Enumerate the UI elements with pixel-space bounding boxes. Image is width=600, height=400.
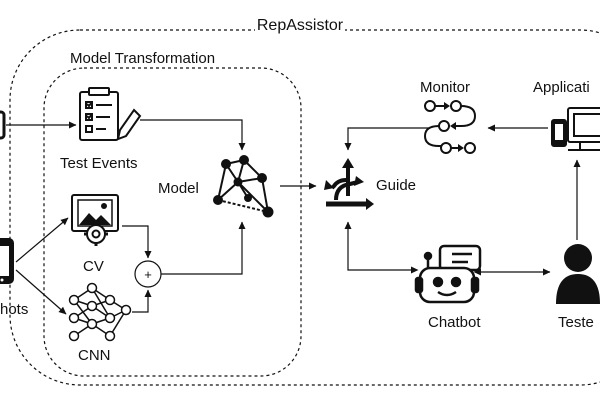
chatbot-label: Chatbot bbox=[428, 314, 481, 331]
application-label: Applicati bbox=[533, 79, 590, 96]
arrow-monitor-to-guide bbox=[344, 127, 430, 151]
cnn-label: CNN bbox=[78, 347, 111, 364]
network-graph-icon bbox=[213, 155, 274, 218]
screenshots-label: hots bbox=[0, 301, 28, 318]
image-gear-icon bbox=[71, 194, 119, 246]
model-transformation-boundary bbox=[43, 67, 302, 377]
repassistor-title: RepAssistor bbox=[257, 17, 344, 34]
clipboard-pencil-icon bbox=[79, 87, 142, 141]
arrow-cv-to-adder bbox=[122, 225, 152, 259]
device-icon bbox=[0, 110, 6, 140]
model-transformation-label: Model Transformation bbox=[70, 50, 215, 67]
adder-symbol: + bbox=[144, 267, 152, 282]
neural-network-icon bbox=[68, 282, 132, 342]
user-icon bbox=[556, 244, 600, 304]
model-label: Model bbox=[158, 180, 199, 197]
phone-icon bbox=[0, 238, 14, 284]
chatbot-icon bbox=[414, 244, 482, 304]
test-events-label: Test Events bbox=[60, 155, 138, 172]
guide-arrows-icon bbox=[324, 158, 374, 210]
monitor-label: Monitor bbox=[420, 79, 470, 96]
workflow-icon bbox=[423, 100, 477, 154]
arrow-adder-to-model bbox=[161, 221, 246, 275]
cv-label: CV bbox=[83, 258, 104, 275]
arrow-test-events-to-model bbox=[140, 119, 246, 151]
arrow-screenshots-to-cnn bbox=[15, 269, 67, 315]
tester-label: Teste bbox=[558, 314, 594, 331]
guide-label: Guide bbox=[376, 177, 416, 194]
arrow-screenshots-to-cv bbox=[15, 217, 69, 263]
computer-devices-icon bbox=[551, 107, 600, 151]
arrow-cnn-to-adder bbox=[132, 289, 152, 313]
arrow-chatbot-guide bbox=[344, 221, 419, 274]
repassistor-boundary bbox=[9, 29, 600, 386]
